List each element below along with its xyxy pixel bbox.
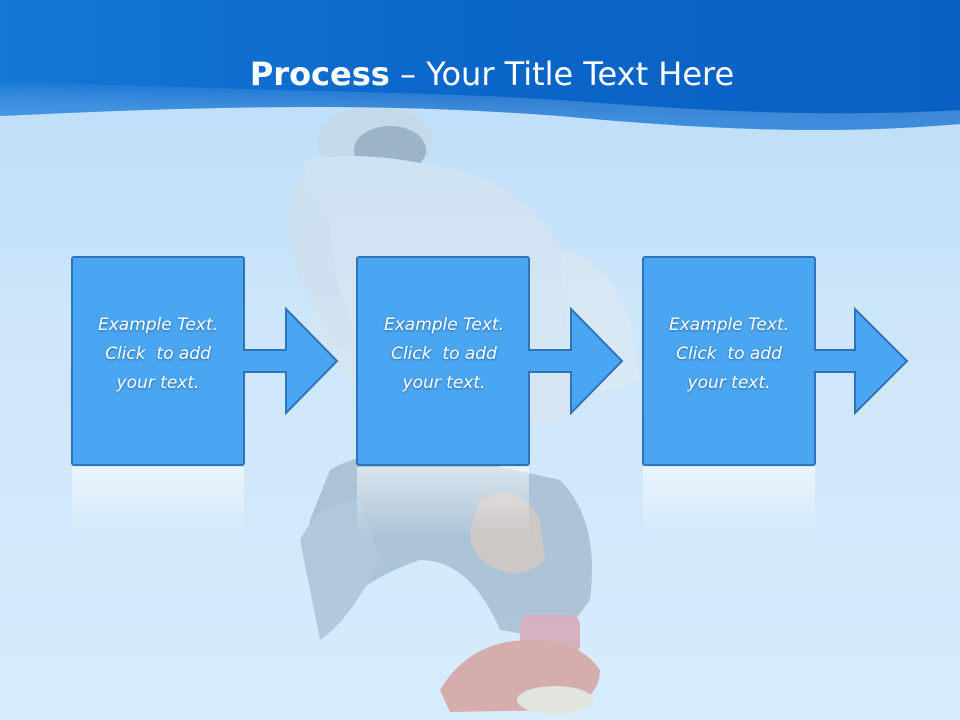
step-3-box-fill-cover [813,351,817,371]
step-text-line: your text. [687,373,771,393]
arrow-right-icon [243,306,339,416]
step-reflection [643,467,815,537]
step-text-line: Click to add [105,344,211,364]
process-step-2[interactable] [356,256,624,537]
step-reflection [72,467,244,537]
step-2-box-fill-cover [527,351,531,371]
process-step-3[interactable] [642,256,909,537]
process-step-1[interactable] [71,256,339,537]
step-text-line: Example Text. [383,315,505,335]
step-text-line: Click to add [391,344,497,364]
step-text-line: your text. [116,373,200,393]
title-rest-part: – Your Title Text Here [389,55,735,93]
arrow-right-icon [814,306,909,416]
arrow-right-icon [528,306,624,416]
step-text-line: your text. [402,373,486,393]
step-1-box-fill-cover [242,351,246,371]
step-text-line: Example Text. [97,315,219,335]
step-3-text[interactable]: Example Text. Click to add your text. [643,311,815,398]
step-1-text[interactable]: Example Text. Click to add your text. [72,311,244,398]
step-text-line: Example Text. [668,315,790,335]
step-2-text[interactable]: Example Text. Click to add your text. [358,311,530,398]
slide-title[interactable]: Process – Your Title Text Here [0,52,960,96]
header-band [0,0,960,130]
step-text-line: Click to add [676,344,782,364]
step-reflection [357,467,529,537]
title-bold-part: Process [249,55,390,93]
